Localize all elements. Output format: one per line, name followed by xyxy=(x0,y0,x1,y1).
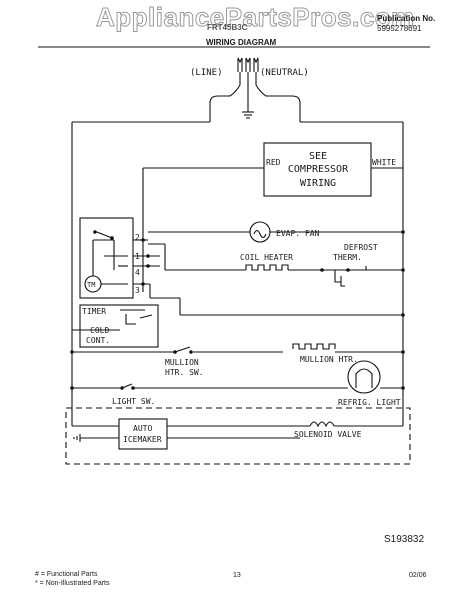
cold-cont-label-1: COLD xyxy=(90,326,110,335)
white-wire-label: WHITE xyxy=(372,158,397,167)
compressor-box-line-1: SEE xyxy=(308,151,328,162)
line-label: (LINE) xyxy=(190,68,223,78)
timer-motor-label: TM xyxy=(87,281,96,289)
icemaker-label-2: ICEMAKER xyxy=(123,435,162,444)
model-number: FRT45B3C xyxy=(207,23,248,32)
publication-number: 5995278691 xyxy=(377,24,422,33)
defrost-therm-label-2: THERM. xyxy=(333,253,362,262)
cold-cont-label-2: CONT. xyxy=(86,336,111,345)
mullion-sw-label-1: MULLION xyxy=(165,358,199,367)
diagram-code: S193832 xyxy=(384,534,425,545)
publication-label: Publication No. xyxy=(377,14,436,23)
mullion-sw-label-2: HTR. SW. xyxy=(165,368,204,377)
watermark-text: AppliancePartsPros.com xyxy=(96,2,415,33)
publication-date: 02/06 xyxy=(409,572,427,579)
defrost-therm-label-1: DEFROST xyxy=(344,243,378,252)
page-number: 13 xyxy=(233,572,241,579)
coil-heater-label: COIL HEATER xyxy=(240,253,293,262)
compressor-box-line-2: COMPRESSOR xyxy=(287,164,349,175)
refrig-light-label: REFRIG. LIGHT xyxy=(338,398,401,407)
legend-non-illustrated-parts: * = Non-Illustrated Parts xyxy=(35,580,110,587)
legend-functional-parts: # = Functional Parts xyxy=(35,571,98,578)
mullion-htr-label: MULLION HTR. xyxy=(300,355,358,364)
timer-label: TIMER xyxy=(82,307,107,316)
evap-fan-label: EVAP. FAN xyxy=(276,229,320,238)
timer-terminal-1: 1 xyxy=(135,252,140,261)
solenoid-valve-label: SOLENOID VALVE xyxy=(294,430,362,439)
timer-terminal-4: 4 xyxy=(135,268,140,277)
timer-terminal-3: 3 xyxy=(135,286,140,295)
compressor-box-line-3: WIRING xyxy=(299,178,337,189)
icemaker-label-1: AUTO xyxy=(133,424,153,433)
light-sw-label: LIGHT SW. xyxy=(112,397,156,406)
diagram-title: WIRING DIAGRAM xyxy=(206,38,277,47)
timer-terminal-2: 2 xyxy=(135,233,140,242)
neutral-label: (NEUTRAL) xyxy=(260,68,309,78)
red-wire-label: RED xyxy=(266,158,281,167)
